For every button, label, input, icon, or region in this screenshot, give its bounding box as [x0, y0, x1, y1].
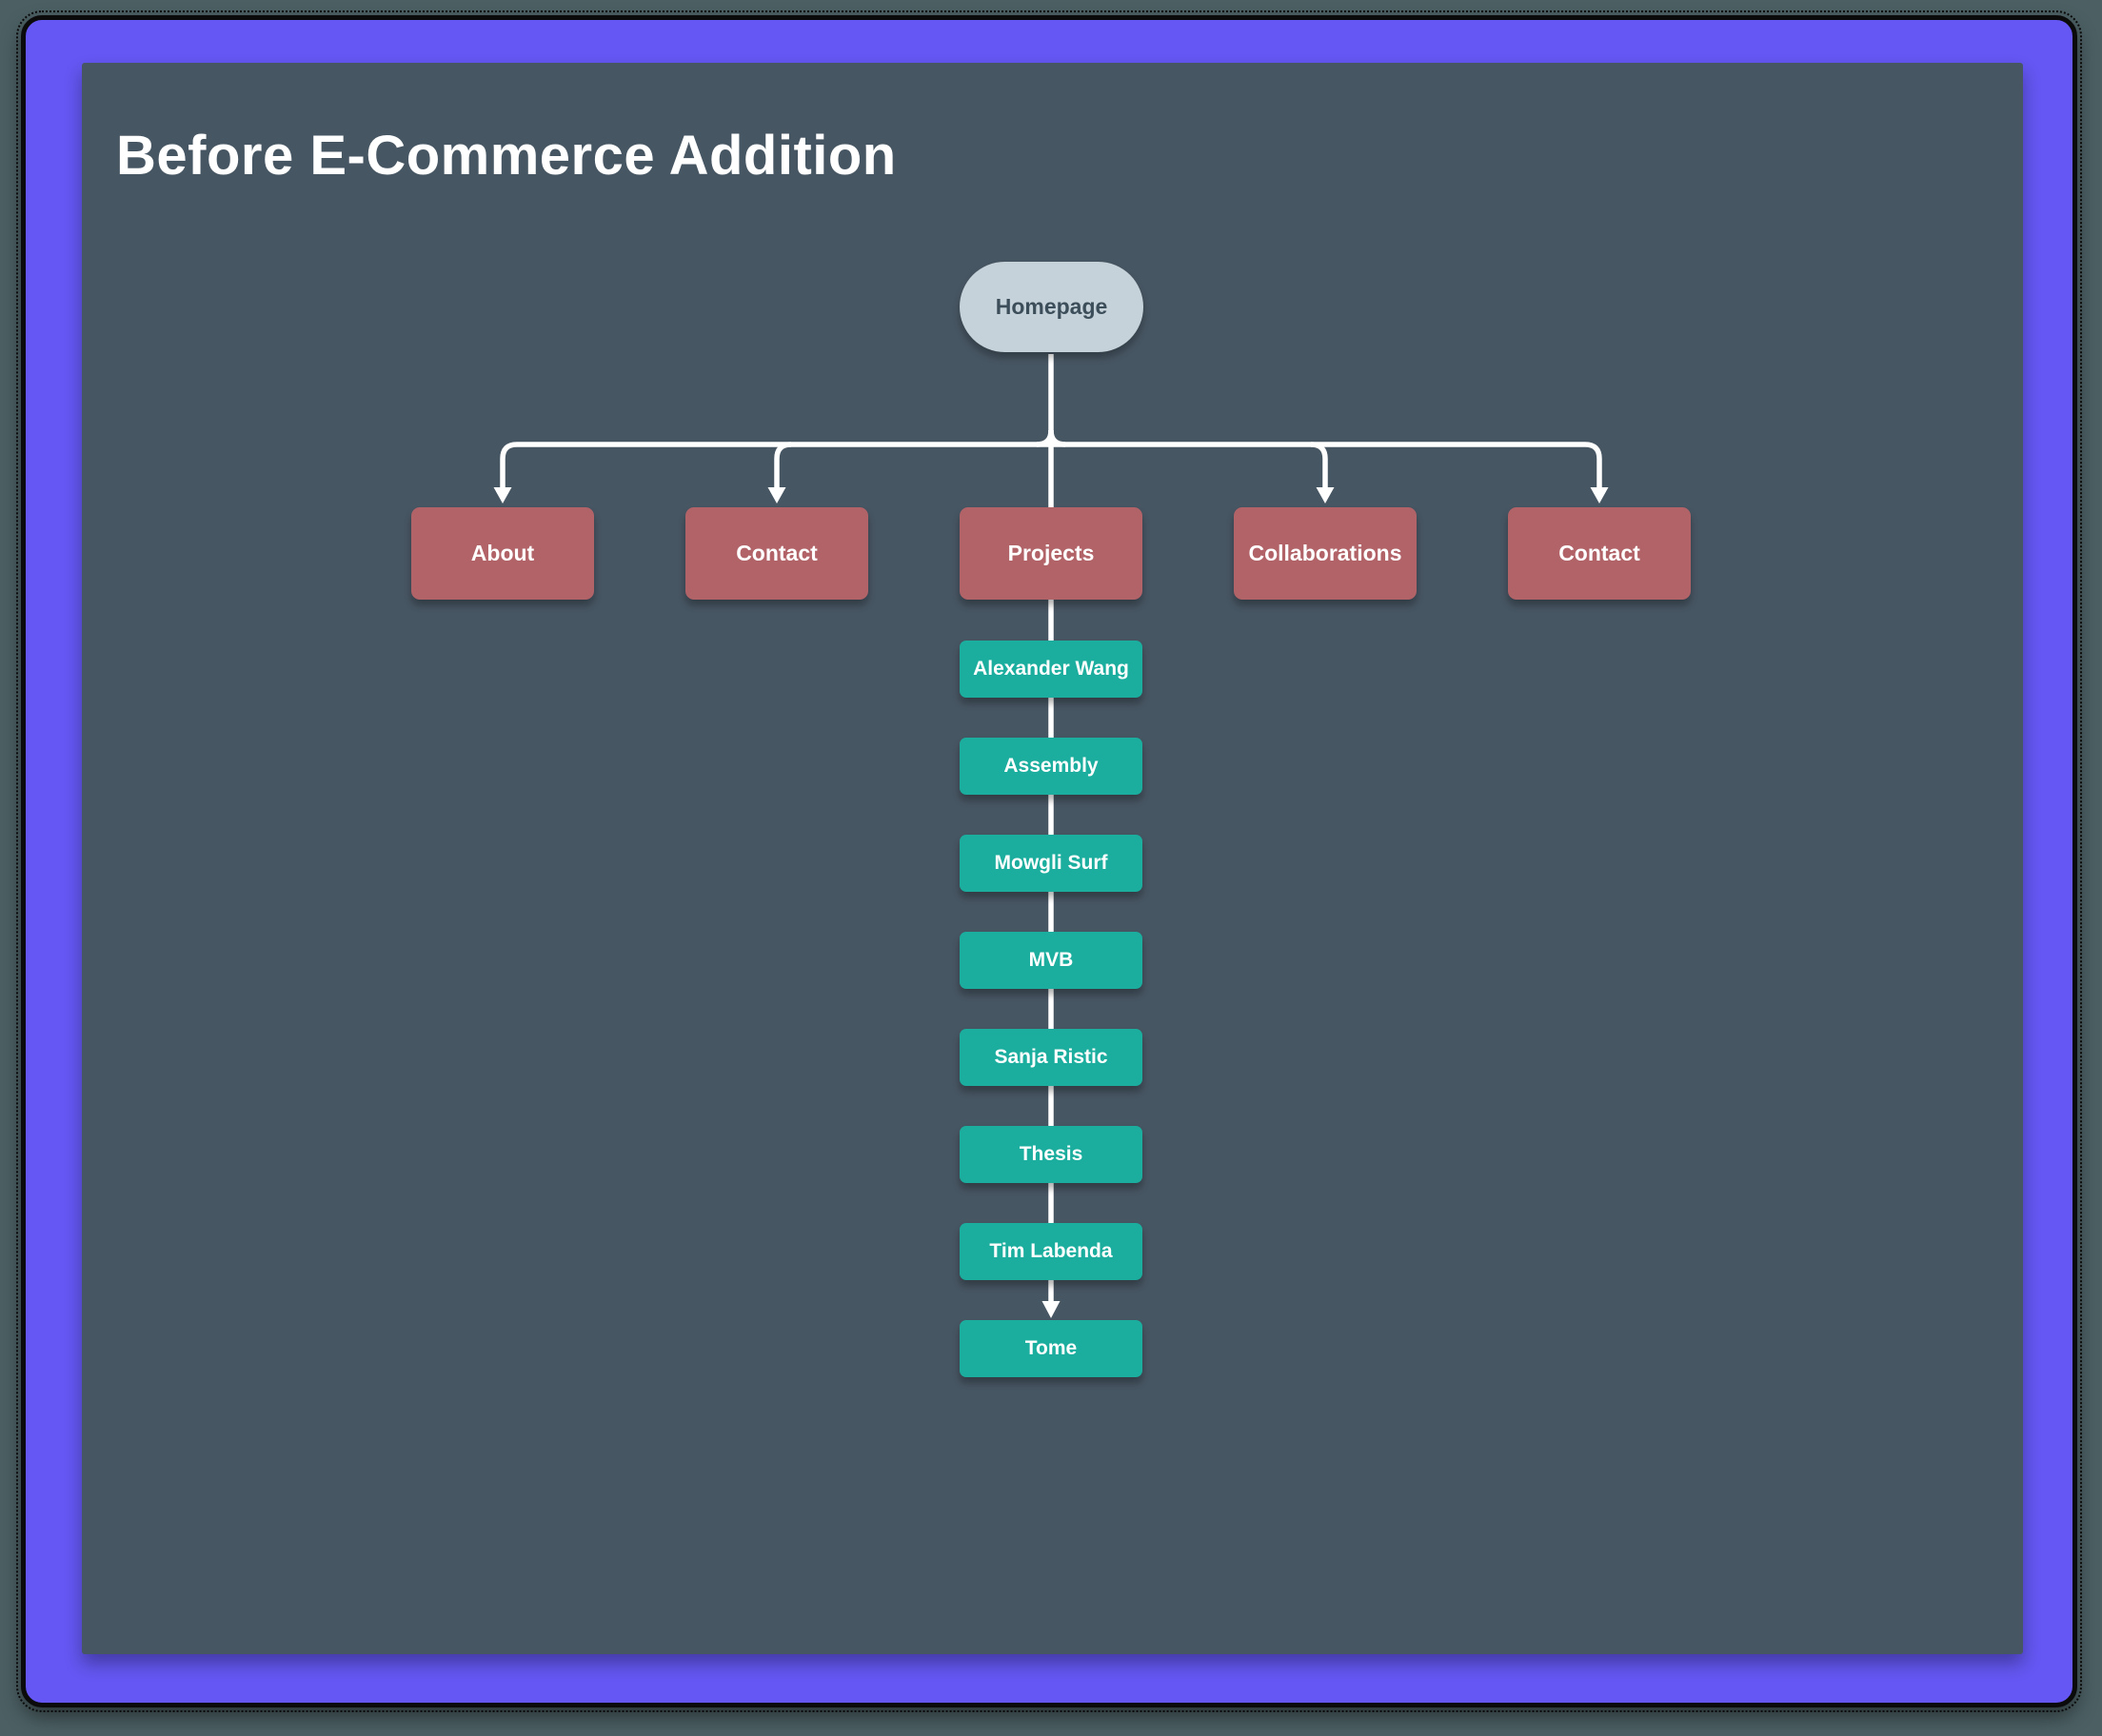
node-label: Thesis	[1019, 1143, 1083, 1165]
node-label: Sanja Ristic	[994, 1046, 1108, 1068]
node-label: Assembly	[1003, 755, 1099, 777]
node-mowgli-surf[interactable]: Mowgli Surf	[960, 835, 1142, 892]
node-mvb[interactable]: MVB	[960, 932, 1142, 989]
node-label: Contact	[736, 541, 818, 565]
node-label: Contact	[1558, 541, 1640, 565]
node-label: Homepage	[995, 294, 1108, 319]
node-alexander-wang[interactable]: Alexander Wang	[960, 641, 1142, 698]
node-label: About	[470, 541, 535, 565]
node-tim-labenda[interactable]: Tim Labenda	[960, 1223, 1142, 1280]
node-label: Tome	[1024, 1337, 1078, 1359]
node-collaborations[interactable]: Collaborations	[1234, 507, 1417, 600]
node-about[interactable]: About	[411, 507, 594, 600]
node-contact-1[interactable]: Contact	[685, 507, 868, 600]
page-title: Before E-Commerce Addition	[116, 125, 897, 187]
node-label: Collaborations	[1248, 541, 1402, 565]
node-thesis[interactable]: Thesis	[960, 1126, 1142, 1183]
node-label: Mowgli Surf	[994, 852, 1108, 874]
node-label: Alexander Wang	[973, 658, 1129, 680]
node-projects[interactable]: Projects	[960, 507, 1142, 600]
node-label: MVB	[1028, 949, 1074, 971]
node-label: Projects	[1007, 541, 1095, 565]
node-homepage[interactable]: Homepage	[960, 262, 1143, 352]
node-contact-2[interactable]: Contact	[1508, 507, 1691, 600]
node-sanja-ristic[interactable]: Sanja Ristic	[960, 1029, 1142, 1086]
node-assembly[interactable]: Assembly	[960, 738, 1142, 795]
node-tome[interactable]: Tome	[960, 1320, 1142, 1377]
node-label: Tim Labenda	[989, 1240, 1113, 1262]
